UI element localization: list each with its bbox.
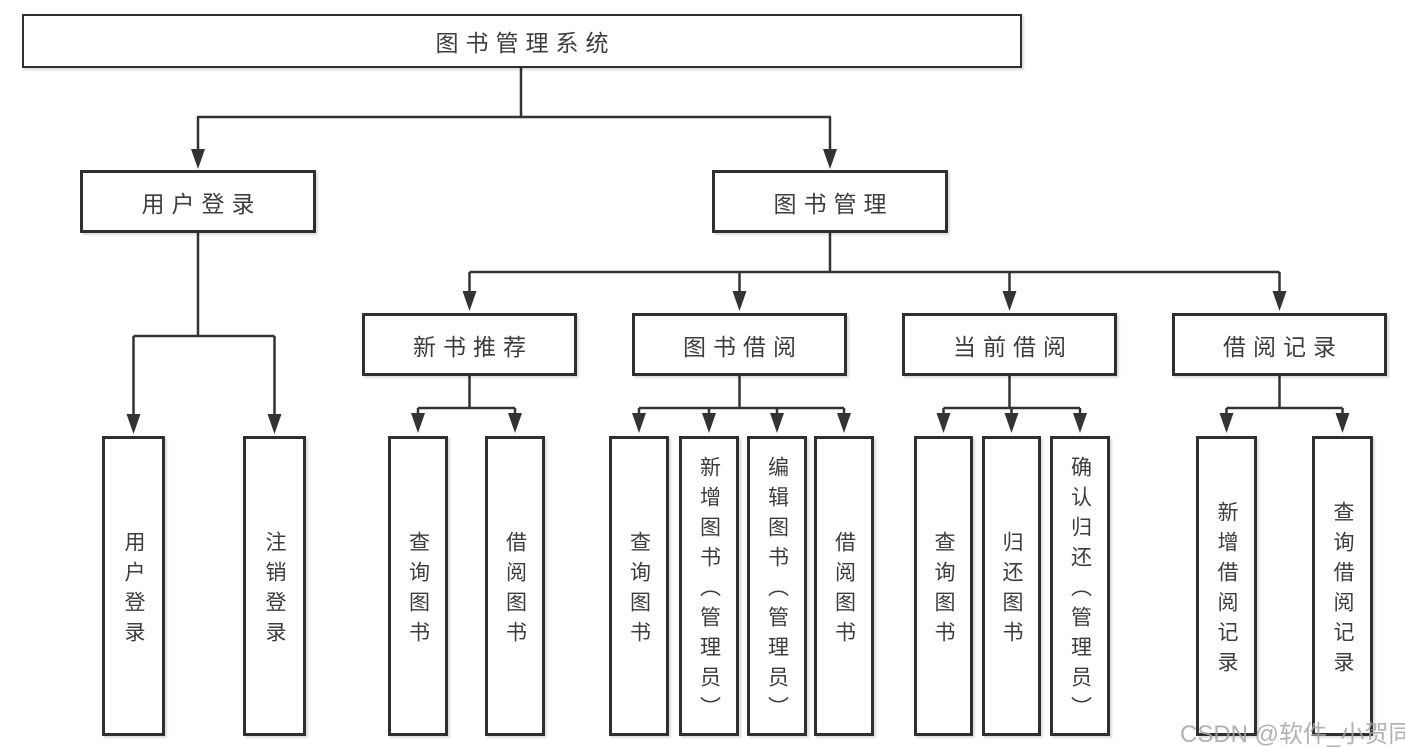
node-confirm-return-admin: 确认归还（管理员） [1050, 436, 1110, 736]
connector-records-to-leaves [1225, 376, 1344, 416]
node-label: 借阅图书 [503, 530, 527, 651]
arrowhead [702, 413, 716, 433]
node-label: 借阅记录 [1223, 333, 1343, 360]
node-label: 用户登录 [141, 190, 262, 217]
node-label: 借阅图书 [832, 530, 856, 651]
watermark: CSDN @软件_小贺同学 [1180, 721, 1405, 747]
node-label: 归还图书 [1000, 530, 1023, 651]
node-label: 当前借阅 [953, 333, 1073, 360]
arrowhead [1272, 291, 1287, 311]
connector-borrowing-to-leaves [637, 376, 846, 416]
node-label: 用户登录 [122, 530, 145, 651]
node-add-books-admin: 新增图书（管理员） [679, 436, 739, 736]
node-current-borrowing: 当前借阅 [902, 313, 1117, 376]
arrowhead [126, 414, 141, 434]
node-label: 查询图书 [627, 530, 651, 651]
connector-bookmgmt-to-sections [468, 233, 1281, 293]
arrowhead [732, 291, 747, 311]
node-query-books-current: 查询图书 [914, 436, 973, 736]
node-label: 新书推荐 [413, 333, 533, 360]
node-label: 注销登录 [263, 530, 286, 651]
node-borrowing-records: 借阅记录 [1172, 313, 1387, 376]
node-borrow-books-borrowing: 借阅图书 [814, 436, 874, 736]
node-book-management: 图书管理 [712, 170, 948, 233]
node-logout-login: 注销登录 [243, 436, 306, 736]
arrowhead [462, 291, 477, 311]
node-query-borrow-record: 查询借阅记录 [1312, 436, 1373, 736]
node-borrow-books-recommend: 借阅图书 [485, 436, 545, 736]
node-library-management-system: 图书管理系统 [22, 14, 1022, 68]
arrowheads [126, 149, 1350, 434]
arrowhead [1335, 413, 1350, 433]
arrowhead [1002, 291, 1017, 311]
arrowhead [632, 413, 646, 433]
arrowhead [1219, 413, 1234, 433]
node-book-borrowing: 图书借阅 [632, 313, 847, 376]
node-label: 编辑图书（管理员） [765, 455, 789, 726]
node-label: 查询图书 [406, 530, 430, 651]
node-user-login: 用户登录 [102, 436, 165, 736]
arrowhead [936, 413, 951, 433]
arrowhead [1073, 413, 1087, 433]
node-label: 查询图书 [932, 530, 955, 651]
connector-current-to-leaves [942, 376, 1082, 416]
connector-userlogin-to-leaves [132, 233, 276, 416]
arrowhead [508, 413, 522, 433]
connector-root-to-level2 [196, 68, 832, 151]
node-query-books-borrowing: 查询图书 [609, 436, 669, 736]
arrowhead [411, 413, 425, 433]
arrowhead [267, 414, 282, 434]
connector-paths [132, 68, 1344, 416]
node-new-book-recommendation: 新书推荐 [362, 313, 577, 376]
arrowhead [770, 413, 784, 433]
connector-recommend-to-leaves [416, 376, 517, 416]
arrowhead [191, 149, 205, 169]
node-return-books: 归还图书 [982, 436, 1041, 736]
node-label: 查询借阅记录 [1331, 500, 1354, 681]
arrowhead [837, 413, 851, 433]
node-label: 确认归还（管理员） [1068, 455, 1092, 726]
node-label: 图书借阅 [683, 333, 803, 360]
node-label: 图书管理 [773, 190, 894, 217]
node-label: 新增借阅记录 [1215, 500, 1238, 681]
arrowhead [823, 149, 837, 169]
node-query-books-recommend: 查询图书 [388, 436, 448, 736]
node-add-borrow-record: 新增借阅记录 [1196, 436, 1257, 736]
node-user-login-branch: 用户登录 [80, 170, 316, 233]
node-label: 图书管理系统 [435, 30, 616, 56]
node-edit-books-admin: 编辑图书（管理员） [747, 436, 807, 736]
node-label: 新增图书（管理员） [697, 455, 721, 726]
arrowhead [1004, 413, 1019, 433]
